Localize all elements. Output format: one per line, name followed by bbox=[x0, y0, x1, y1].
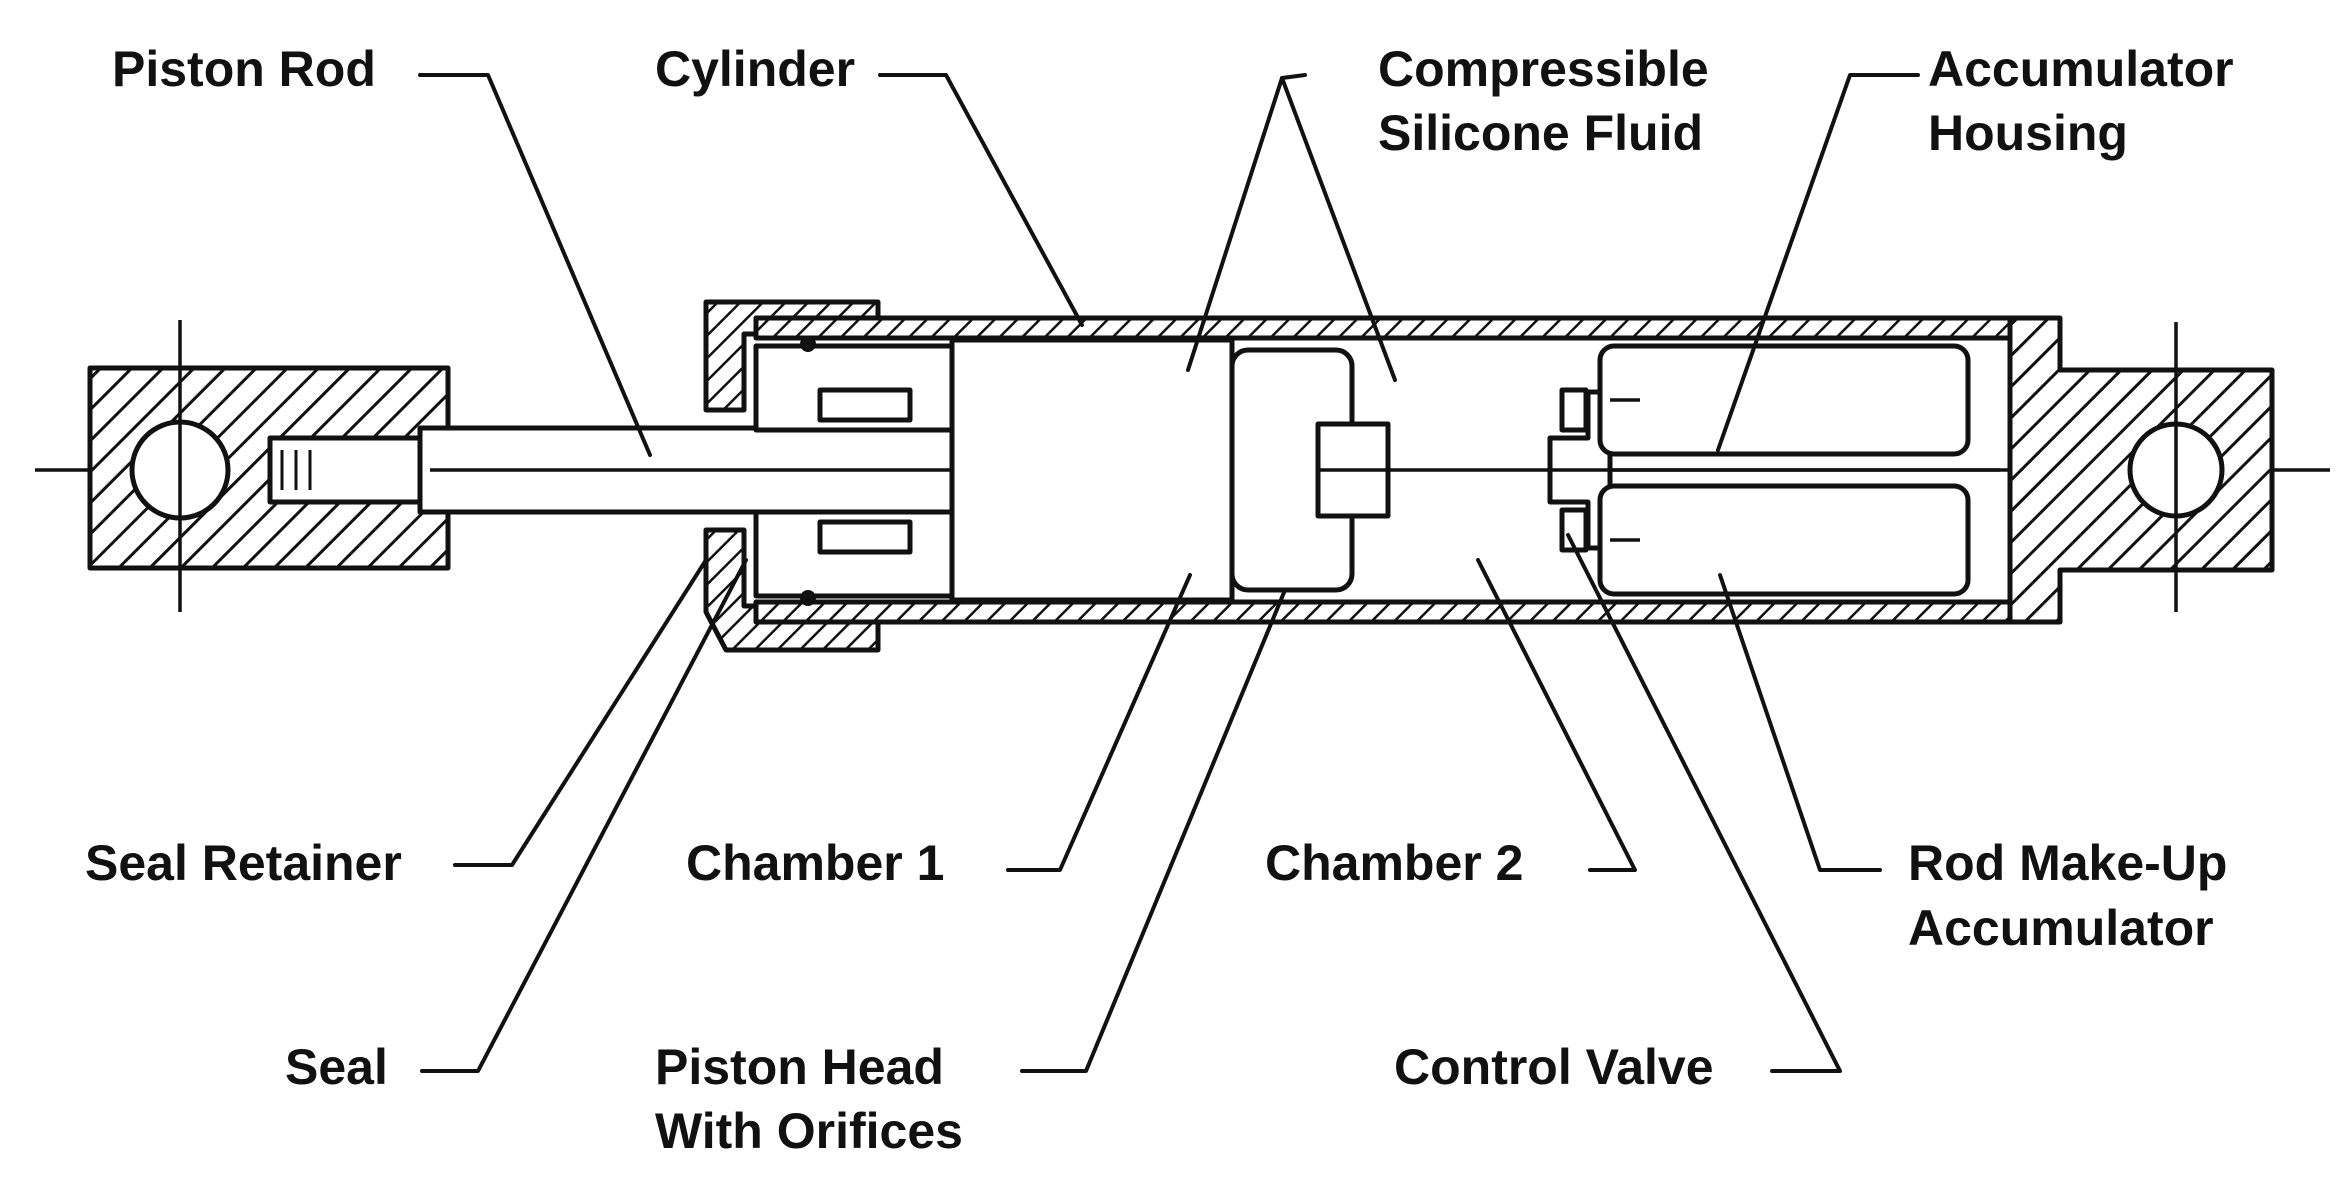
label-chamber-1: Chamber 1 bbox=[686, 835, 944, 891]
label-piston-head-line2: With Orifices bbox=[655, 1103, 963, 1159]
chamber-1-bore bbox=[949, 337, 1235, 603]
left-clevis bbox=[87, 320, 453, 612]
label-cylinder: Cylinder bbox=[655, 41, 855, 97]
label-compressible-line2: Silicone Fluid bbox=[1378, 105, 1703, 161]
leader-accumulator bbox=[1716, 73, 1920, 452]
leader-piston-head bbox=[1020, 588, 1287, 1073]
label-rod-makeup-line1: Rod Make-Up bbox=[1908, 835, 2227, 891]
label-accumulator-line1: Accumulator bbox=[1928, 41, 2234, 97]
accumulator-housing bbox=[1597, 343, 1971, 597]
label-chamber-2: Chamber 2 bbox=[1265, 835, 1523, 891]
label-control-valve: Control Valve bbox=[1394, 1039, 1714, 1095]
piston-head bbox=[1229, 347, 1391, 593]
leader-rod-makeup bbox=[1718, 573, 1882, 872]
leader-control-valve bbox=[1566, 533, 1842, 1073]
leader-cylinder bbox=[878, 73, 1084, 327]
label-rod-makeup-line2: Accumulator bbox=[1908, 900, 2214, 956]
leader-chamber-1 bbox=[1006, 573, 1192, 872]
label-accumulator-line2: Housing bbox=[1928, 105, 2128, 161]
label-piston-rod: Piston Rod bbox=[112, 41, 376, 97]
leader-seal bbox=[420, 558, 748, 1073]
right-end-cap bbox=[2007, 315, 2275, 625]
leader-seal-retainer bbox=[453, 558, 708, 867]
label-piston-head-line1: Piston Head bbox=[655, 1039, 944, 1095]
leader-lines bbox=[418, 73, 1920, 1073]
label-seal-retainer: Seal Retainer bbox=[85, 835, 402, 891]
labels: Piston Rod Cylinder Compressible Silicon… bbox=[85, 41, 2234, 1159]
label-seal: Seal bbox=[285, 1039, 388, 1095]
label-compressible-line1: Compressible bbox=[1378, 41, 1709, 97]
leader-piston-rod bbox=[418, 73, 652, 457]
seal bbox=[753, 336, 955, 606]
leader-chamber-2 bbox=[1476, 558, 1637, 872]
leader-compressible-2 bbox=[1280, 76, 1397, 382]
